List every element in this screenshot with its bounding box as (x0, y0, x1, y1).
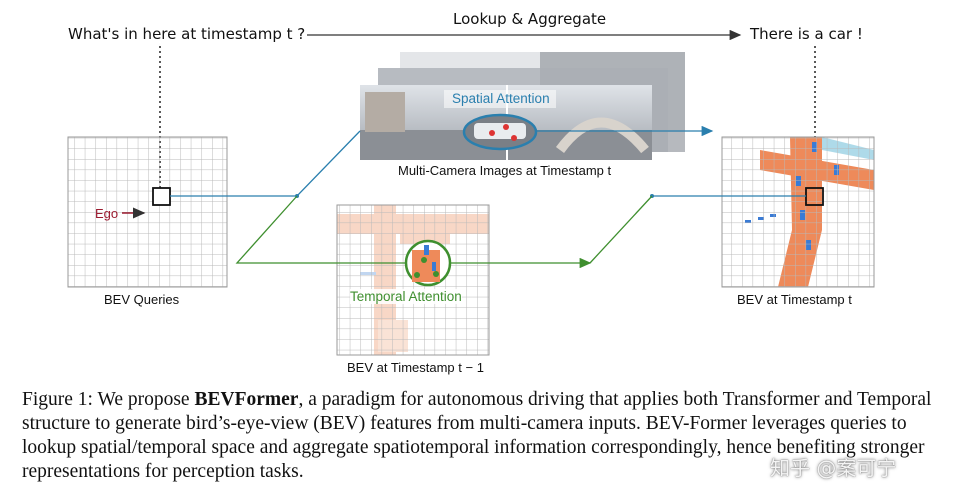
caption-name: BEVFormer (194, 389, 299, 410)
figure-caption: Figure 1: We propose BEVFormer, a paradi… (22, 388, 952, 484)
question-text: What's in here at timestamp t ? (68, 25, 306, 43)
ego-label: Ego (95, 206, 119, 221)
bev-t-grid (721, 136, 875, 288)
answer-text: There is a car ! (750, 25, 863, 43)
watermark: 知乎 @案可宁 (770, 456, 897, 480)
bev-queries-grid (67, 136, 228, 288)
lookup-label: Lookup & Aggregate (453, 10, 607, 28)
caption-prefix: Figure 1: We propose (22, 389, 195, 410)
camera-image-stack (360, 52, 685, 160)
temporal-path-in (235, 195, 406, 264)
camera-caption: Multi-Camera Images at Timestamp t (398, 163, 612, 178)
bev-prev-label: BEV at Timestamp t − 1 (347, 360, 484, 375)
query-cell (152, 187, 171, 206)
temporal-attention-label: Temporal Attention (350, 289, 462, 304)
spatial-attention-label: Spatial Attention (452, 91, 550, 106)
bev-t-label: BEV at Timestamp t (737, 292, 852, 307)
bev-prev-grid (336, 204, 490, 356)
caption-body: , a paradigm for autonomous driving that… (22, 389, 932, 482)
bev-queries-label: BEV Queries (104, 292, 180, 307)
